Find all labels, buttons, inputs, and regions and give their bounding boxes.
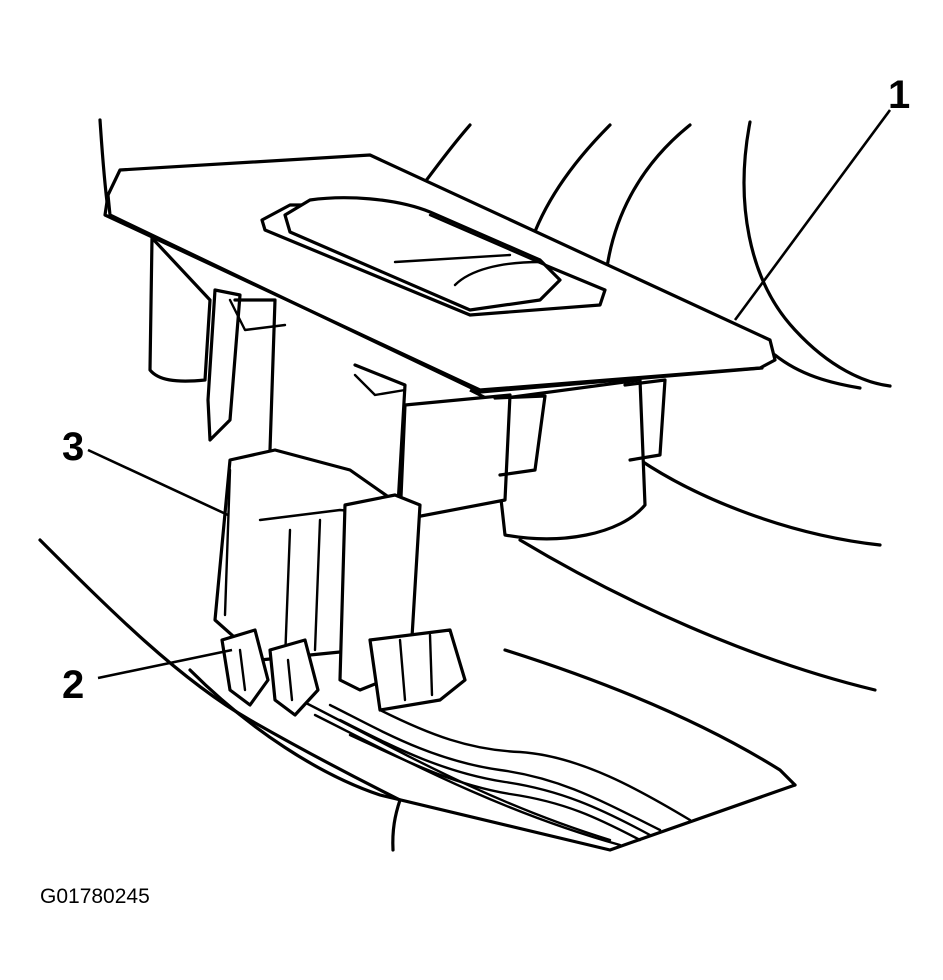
callout-1-label: 1: [888, 73, 910, 117]
callout-3-leader: [87, 448, 229, 517]
callout-2-label: 2: [62, 663, 84, 707]
door-trim-contours: [98, 118, 892, 692]
armrest-surface: [38, 538, 797, 852]
connector-lock-tab: [220, 628, 320, 717]
electrical-connector: [213, 448, 467, 712]
figure-id: G01780245: [40, 885, 150, 908]
callout-2-leader: [97, 648, 233, 680]
switch-housing: [148, 236, 667, 541]
callout-1-leader: [733, 109, 892, 321]
window-switch-bezel: [103, 153, 777, 397]
wire-harness: [328, 703, 692, 842]
callout-3-label: 3: [62, 425, 84, 469]
